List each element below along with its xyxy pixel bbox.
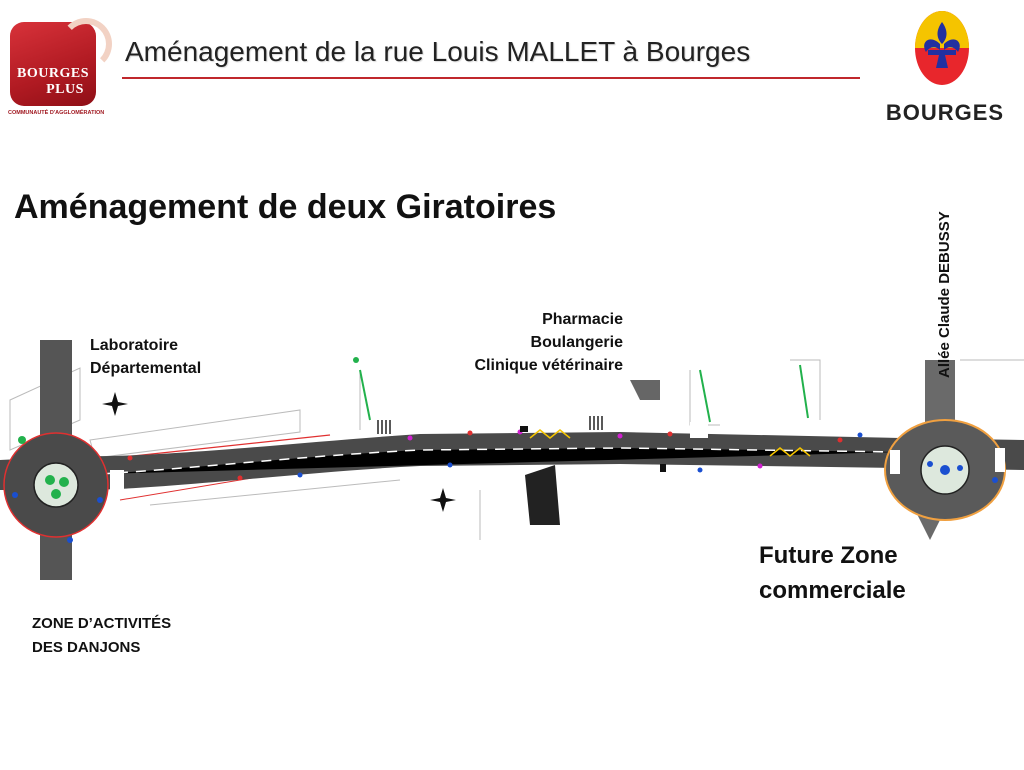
bourges-plus-logo: BOURGES PLUS COMMUNAUTÉ D'AGGLOMÉRATION: [8, 18, 112, 120]
zone-activites-label: ZONE D’ACTIVITÉS DES DANJONS: [32, 612, 171, 660]
logo-left-subline: COMMUNAUTÉ D'AGGLOMÉRATION: [8, 110, 105, 116]
pharmacie-label: Pharmacie Boulangerie Clinique vétérinai…: [455, 308, 624, 377]
page-title: Aménagement de la rue Louis MALLET à Bou…: [125, 36, 751, 67]
pharmacie-line3: Clinique vétérinaire: [474, 357, 624, 374]
logo-left-line1: BOURGES: [17, 66, 89, 81]
laboratoire-line2: Départemental: [90, 360, 202, 377]
logo-left-line2: PLUS: [46, 82, 84, 97]
logo-right-word: BOURGES: [885, 100, 1005, 125]
laboratoire-line1: Laboratoire: [90, 337, 179, 354]
zone-line1: ZONE D’ACTIVITÉS: [32, 615, 172, 632]
road-plan-map: [0, 340, 1024, 580]
future-zone-label: Future Zone commerciale: [759, 538, 906, 608]
bourges-city-logo: BOURGES: [886, 8, 1022, 128]
laboratoire-label: Laboratoire Départemental: [90, 334, 201, 380]
future-line1: Future Zone: [759, 542, 898, 569]
zone-line2: DES DANJONS: [32, 639, 141, 656]
fleur-de-lis-icon: [915, 11, 969, 85]
allee-debussy-label: Allée Claude DEBUSSY: [933, 188, 955, 378]
title-underline: [122, 77, 860, 79]
north-arrow-icon: [102, 392, 456, 512]
section-heading: Aménagement de deux Giratoires: [14, 188, 557, 226]
future-line2: commerciale: [759, 577, 906, 604]
pharmacie-line2: Boulangerie: [530, 334, 623, 351]
pharmacie-line1: Pharmacie: [542, 311, 623, 328]
allee-text: Allée Claude DEBUSSY: [936, 211, 953, 378]
